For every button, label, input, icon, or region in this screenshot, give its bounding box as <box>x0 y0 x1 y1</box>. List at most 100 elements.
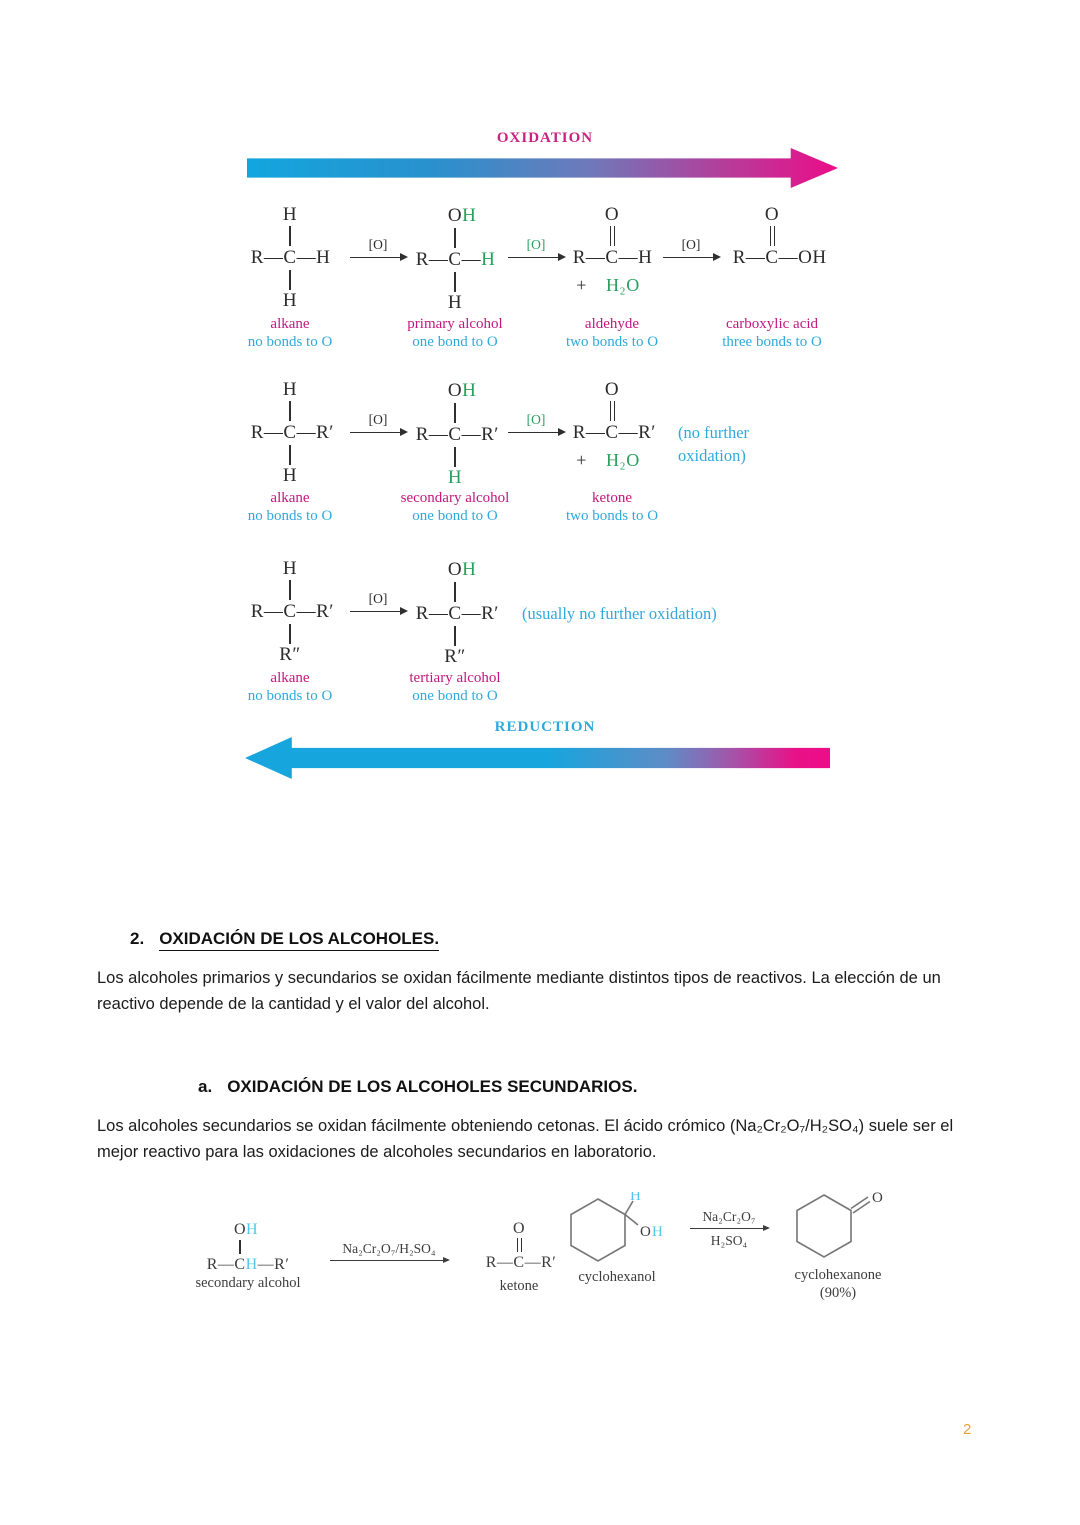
note-line1: (no further <box>678 423 750 442</box>
compound-name: primary alcohol <box>407 316 503 332</box>
cyclohexanol-structure: H O H <box>570 1192 663 1262</box>
atom-left: R— <box>415 249 449 270</box>
arrow-line <box>330 1256 450 1263</box>
cyclohexanone-structure: O <box>796 1190 883 1258</box>
arrow-head-icon <box>558 253 566 261</box>
reagent-label-bottom: H₂SO₄ <box>710 1233 748 1248</box>
structure-caption: aldehyde two bonds to O <box>566 315 658 351</box>
atom-top: O <box>604 379 620 400</box>
oxidant-label: [O] <box>681 237 701 252</box>
atom-top-o: O <box>447 205 463 226</box>
atom-center: C <box>448 424 462 445</box>
compound-name: aldehyde <box>584 316 640 332</box>
arrow-line <box>663 253 721 261</box>
atom-center: C <box>448 249 462 270</box>
arrow-head-icon <box>400 428 408 436</box>
bond-count-label: no bonds to O <box>247 508 333 524</box>
cyclohexane-ring <box>796 1194 852 1258</box>
atom-right: —R′ <box>461 603 499 624</box>
usually-no-further-oxidation-note: (usually no further oxidation) <box>522 604 717 623</box>
bond-count-label: one bond to O <box>412 508 498 524</box>
atom-top-o: O <box>233 1221 247 1238</box>
c-h-bond <box>624 1200 634 1215</box>
single-bond <box>289 624 291 644</box>
compound-name: carboxylic acid <box>725 316 819 332</box>
bond-count-label: three bonds to O <box>722 334 822 350</box>
atom-top: H <box>282 558 298 579</box>
bond-count-label: one bond to O <box>412 334 498 350</box>
page-number: 2 <box>963 1421 972 1438</box>
structure-alkane-row3: H R—C—R′ R″ <box>225 559 355 665</box>
atom-left: R— <box>206 1256 235 1273</box>
structure-caption: carboxylic acid three bonds to O <box>722 315 822 351</box>
structure-caption: ketone two bonds to O <box>566 489 658 525</box>
single-bond <box>289 445 291 465</box>
no-further-oxidation-note: (no further oxidation) <box>678 421 749 467</box>
atom-center: C <box>765 247 779 268</box>
bond-count-label: one bond to O <box>412 688 498 704</box>
structure-caption: secondary alcohol one bond to O <box>401 489 510 525</box>
double-bond <box>609 226 615 246</box>
structure-alkane-row2: H R—C—R′ H <box>225 380 355 486</box>
reaction-arrow: [O] <box>350 590 408 615</box>
atom-top-o: O <box>447 559 463 580</box>
section-2-heading: 2. OXIDACIÓN DE LOS ALCOHOLES. <box>130 929 440 951</box>
structure-caption: alkane no bonds to O <box>248 489 333 525</box>
arrow-head-icon <box>713 253 721 261</box>
atom-left: R— <box>572 247 606 268</box>
bond-dash: — <box>461 249 482 270</box>
atom-left: R— <box>250 601 284 622</box>
structure-ketone: O R—C—R′ +H₂O <box>547 379 677 471</box>
c-o-double-bond-2 <box>852 1200 871 1214</box>
reaction-arrow: [O] <box>508 236 566 261</box>
atom-top: H <box>282 379 298 400</box>
structure-caption: ketone <box>499 1278 539 1294</box>
section-title: OXIDACIÓN DE LOS ALCOHOLES. <box>159 929 440 951</box>
hydroxyl-o-label: O <box>640 1224 651 1240</box>
reduction-gradient-arrow <box>245 737 830 779</box>
bond-count-label: two bonds to O <box>565 334 659 350</box>
atom-right-h: H <box>481 249 496 270</box>
atom-top: O <box>604 204 620 225</box>
structure-ketone-generic: O R—C—R′ <box>459 1220 579 1272</box>
atom-bottom: R″ <box>444 646 466 667</box>
atom-left: R— <box>415 603 449 624</box>
single-bond <box>239 1240 241 1254</box>
compound-name: cyclohexanone <box>794 1267 882 1283</box>
atom-bottom: R″ <box>279 644 301 665</box>
atom-center: C <box>283 601 297 622</box>
oxidant-label: [O] <box>368 412 388 427</box>
plus-sign: + <box>576 450 587 470</box>
atom-center: C <box>448 603 462 624</box>
arrow-line <box>350 428 408 436</box>
arrow-head-icon <box>763 1224 770 1231</box>
single-bond <box>454 447 456 467</box>
reaction-arrow: [O] <box>508 411 566 436</box>
bond-count-label: two bonds to O <box>565 508 659 524</box>
single-bond <box>289 580 291 600</box>
atom-top: O <box>512 1220 526 1237</box>
atom-top: H <box>282 204 298 225</box>
section-2-paragraph: Los alcoholes primarios y secundarios se… <box>97 969 941 1013</box>
carbonyl-o-label: O <box>872 1190 883 1206</box>
compound-name: tertiary alcohol <box>409 670 501 686</box>
atom-left: R— <box>415 424 449 445</box>
atom-center: C <box>513 1254 525 1271</box>
single-bond <box>289 401 291 421</box>
arrow-head-icon <box>443 1256 450 1263</box>
section-2a-heading: a. OXIDACIÓN DE LOS ALCOHOLES SECUNDARIO… <box>198 1077 637 1097</box>
arrow-line <box>690 1224 770 1231</box>
oxidant-label: [O] <box>368 237 388 252</box>
atom-top-o: O <box>447 380 463 401</box>
axial-h-label: H <box>630 1192 641 1204</box>
section-title: OXIDACIÓN DE LOS ALCOHOLES SECUNDARIOS. <box>227 1077 638 1096</box>
double-bond <box>516 1238 522 1252</box>
atom-bottom: H <box>282 465 298 486</box>
single-bond <box>454 626 456 646</box>
oxidation-title: OXIDATION <box>496 130 594 146</box>
atom-top-h: H <box>462 205 477 226</box>
